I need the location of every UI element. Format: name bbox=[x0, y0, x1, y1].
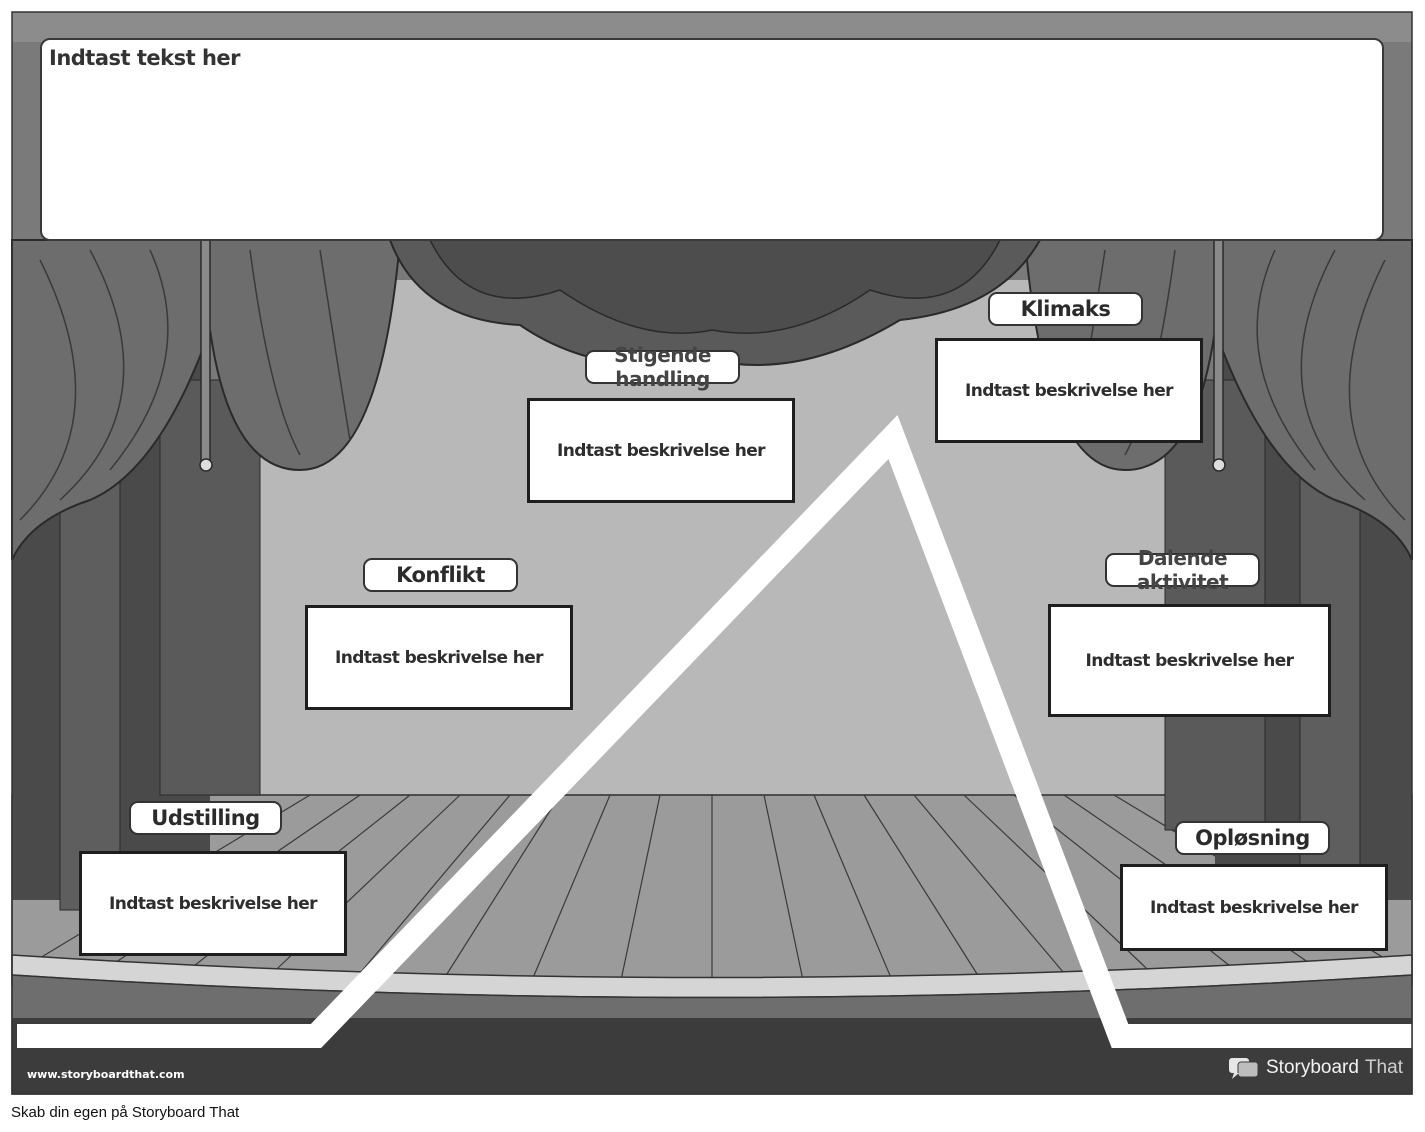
label-udstilling: Udstilling bbox=[129, 801, 282, 835]
speech-bubble-icon bbox=[1229, 1058, 1259, 1079]
brand-name-part2: That bbox=[1364, 1057, 1403, 1078]
description-box-stigende-handling[interactable]: Indtast beskrivelse her bbox=[527, 398, 795, 503]
title-text-box[interactable]: Indtast tekst her bbox=[40, 38, 1384, 241]
description-box-udstilling[interactable]: Indtast beskrivelse her bbox=[79, 851, 347, 956]
label-oplosning: Opløsning bbox=[1175, 821, 1330, 855]
label-dalende-aktivitet-text: Dalende aktivitet bbox=[1136, 546, 1229, 594]
label-stigende-handling: Stigende handling bbox=[585, 343, 740, 391]
brand-name-part1: Storyboard bbox=[1266, 1057, 1359, 1078]
label-dalende-aktivitet: Dalende aktivitet bbox=[1105, 546, 1260, 594]
title-placeholder: Indtast tekst her bbox=[49, 46, 241, 70]
footer-url[interactable]: www.storyboardthat.com bbox=[27, 1068, 185, 1081]
footer-caption[interactable]: Skab din egen på Storyboard That bbox=[11, 1104, 240, 1121]
description-box-konflikt[interactable]: Indtast beskrivelse her bbox=[305, 605, 573, 710]
description-box-dalende-aktivitet[interactable]: Indtast beskrivelse her bbox=[1048, 604, 1331, 717]
label-stigende-handling-text: Stigende handling bbox=[614, 343, 711, 391]
description-box-klimaks[interactable]: Indtast beskrivelse her bbox=[935, 338, 1203, 443]
label-klimaks: Klimaks bbox=[988, 292, 1143, 326]
description-box-oplosning[interactable]: Indtast beskrivelse her bbox=[1120, 864, 1388, 951]
label-konflikt: Konflikt bbox=[363, 558, 518, 592]
